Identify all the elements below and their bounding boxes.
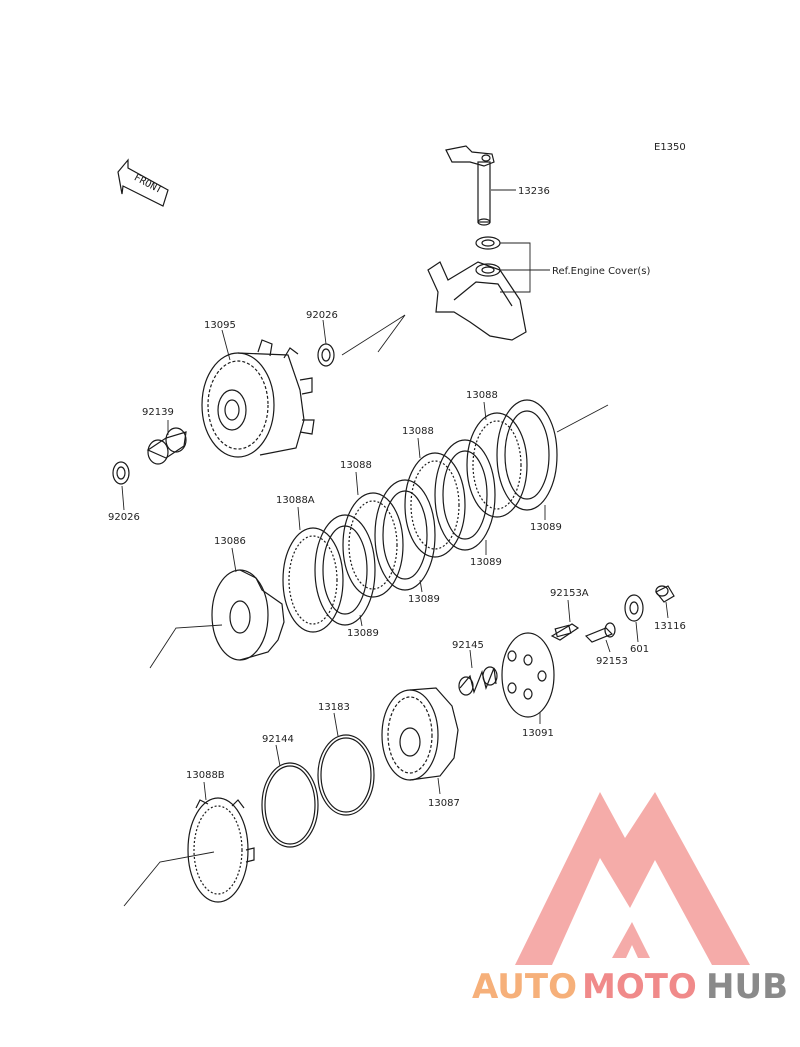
watermark-auto: AUTO [472,967,577,1007]
pressure-plate [501,632,555,718]
part-label: 13089 [347,628,379,639]
sleeve [146,427,187,465]
friction-plate-13088A [282,527,344,633]
part-label: 92026 [108,512,140,523]
part-label: 13095 [204,320,236,331]
front-arrow-icon: FRONT [117,158,169,207]
bearing [624,594,644,622]
part-label: 13089 [530,522,562,533]
part-label: 13086 [214,536,246,547]
part-label: 13088 [466,390,498,401]
clutch-hub [381,687,459,781]
part-label: 92026 [306,310,338,321]
steel-plate [374,479,436,591]
part-label: 13087 [428,798,460,809]
part-label: 13089 [408,594,440,605]
part-label: 13088 [340,460,372,471]
bolt-92153A [550,623,580,641]
pusher [655,585,675,603]
bolt-92153 [584,622,616,643]
part-label: 13089 [470,557,502,568]
part-label: 13091 [522,728,554,739]
part-label: 92153 [596,656,628,667]
part-label: 601 [630,644,649,655]
part-label: 13088A [276,495,315,506]
reference-label: Ref.Engine Cover(s) [552,266,650,277]
part-label: 92153A [550,588,589,599]
clutch-housing [201,339,315,458]
watermark-moto: MOTO [582,967,697,1007]
friction-plate-13088 [342,492,404,598]
friction-plate-13088 [404,452,466,558]
part-label: 13116 [654,621,686,632]
steel-plate [434,439,496,551]
clutch-release-shaft [445,145,495,226]
watermark-logo [515,792,750,965]
part-label: 13236 [518,186,550,197]
diagram-code: E1350 [654,142,686,153]
friction-plate-13088 [466,412,528,518]
washer [317,343,335,367]
part-label: 92145 [452,640,484,651]
wire-ring [261,762,319,848]
part-label: 13088 [402,426,434,437]
clutch-boss [211,569,285,661]
part-label: 92144 [262,734,294,745]
steel-plate [314,514,376,626]
washer [112,461,130,485]
part-label: 13088B [186,770,225,781]
oil-seal [475,236,501,250]
friction-plate-13088B [187,797,255,903]
spring-ring [317,734,375,816]
watermark-hub: HUB [706,967,788,1007]
steel-plate [496,399,558,511]
engine-cover-fragment [427,261,527,341]
part-label: 92139 [142,407,174,418]
clutch-spring [458,666,498,696]
part-label: 13183 [318,702,350,713]
